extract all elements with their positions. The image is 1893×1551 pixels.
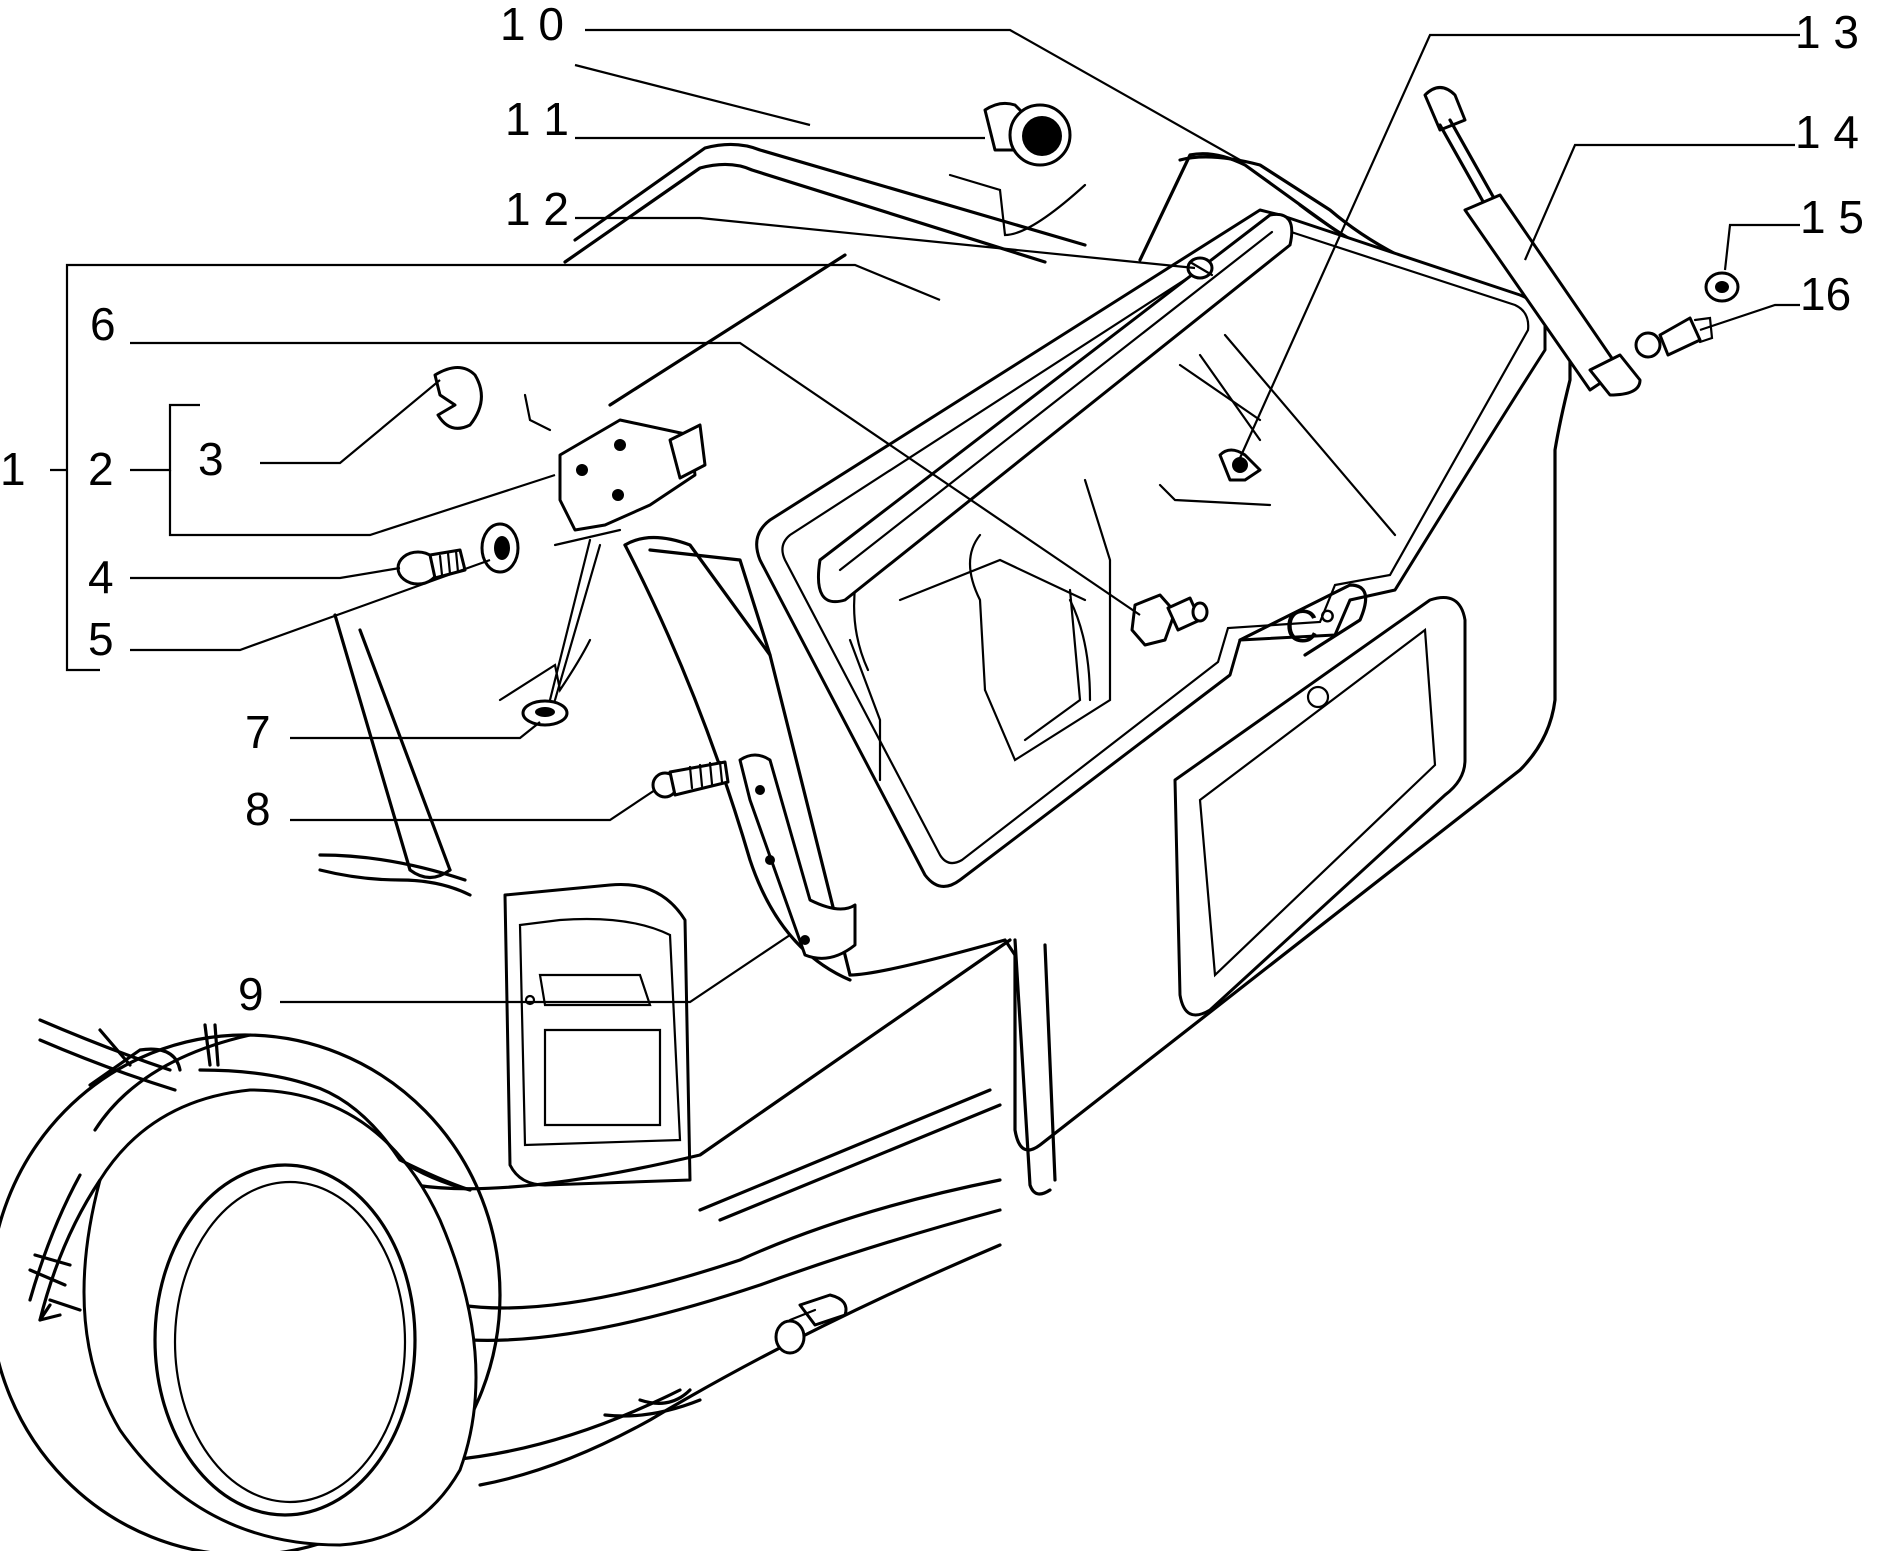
callout-1: 1 xyxy=(0,443,26,495)
callout-6: 6 xyxy=(90,298,116,350)
callout-16: 16 xyxy=(1800,268,1851,320)
svg-text:C°: C° xyxy=(1285,600,1337,652)
callout-9: 9 xyxy=(238,968,264,1020)
callout-3: 3 xyxy=(198,433,224,485)
callout-15: 1 5 xyxy=(1800,191,1864,243)
callout-2: 2 xyxy=(88,443,114,495)
leader-lines xyxy=(50,28,1800,1004)
part-8-bolt xyxy=(651,760,730,799)
part-3-clip xyxy=(433,366,483,430)
callout-4: 4 xyxy=(88,551,114,603)
part-16-ball-stud xyxy=(1634,316,1714,359)
callout-10: 1 0 xyxy=(500,0,564,50)
callout-12: 1 2 xyxy=(505,183,569,235)
part-14-gas-strut xyxy=(1423,86,1642,397)
callout-8: 8 xyxy=(245,783,271,835)
callout-11: 1 1 xyxy=(505,93,569,145)
part-4-screw xyxy=(396,548,467,586)
part-15-washer xyxy=(1704,271,1740,303)
part-7-washer xyxy=(498,538,602,727)
callout-13: 1 3 xyxy=(1795,6,1859,58)
part-13-clip xyxy=(1158,448,1272,507)
callout-labels: 1 2 3 4 5 6 7 8 9 1 0 1 1 1 2 1 3 1 4 1 … xyxy=(0,0,1864,1020)
part-2-hinge xyxy=(523,393,707,547)
car-body: C° xyxy=(0,142,1572,1551)
part-5-washer xyxy=(480,522,520,574)
callout-5: 5 xyxy=(88,613,114,665)
part-6-bolt xyxy=(1130,593,1209,647)
part-11-grommet xyxy=(948,101,1087,237)
callout-14: 1 4 xyxy=(1795,106,1859,158)
part-12-clip xyxy=(1186,256,1214,280)
callout-7: 7 xyxy=(245,706,271,758)
